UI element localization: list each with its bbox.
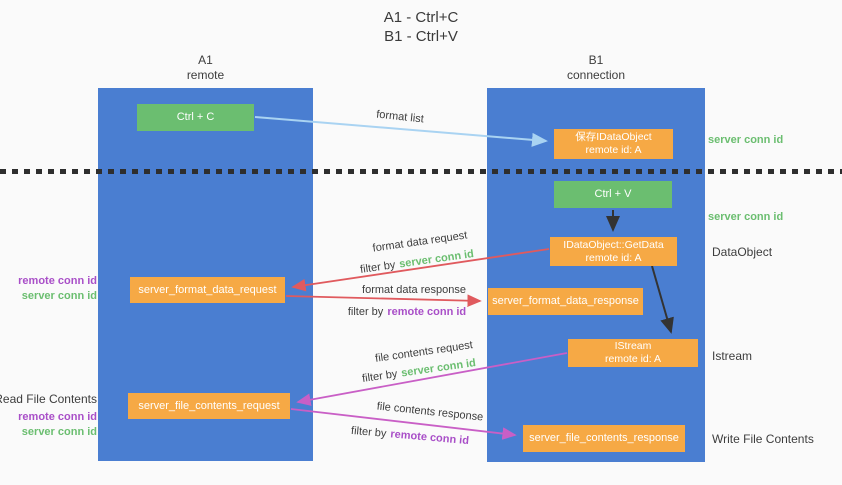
server-conn-id-left-label-2: server conn id (21, 426, 97, 438)
column-a1-subtitle: remote (186, 68, 225, 82)
title-line-2: B1 - Ctrl+V (384, 28, 458, 45)
format-list-label: format list (375, 108, 425, 126)
getdata-node: IDataObject::GetData remote id: A (550, 237, 677, 266)
title-line-1: A1 - Ctrl+C (383, 9, 459, 26)
write-file-contents-label: Write File Contents (712, 432, 814, 446)
diagram-title: A1 - Ctrl+C B1 - Ctrl+V (0, 8, 842, 46)
server-conn-id-left-label-1: server conn id (21, 290, 97, 302)
server-format-data-response-label: server_format_data_response (492, 295, 639, 307)
filter-by-text: filter by (350, 424, 387, 440)
server-conn-id-text: server conn id (400, 357, 477, 380)
getdata-line2: remote id: A (585, 251, 642, 264)
save-dataobject-line1: 保存IDataObject (575, 131, 652, 143)
column-header-b1: B1 connection (487, 53, 705, 83)
server-format-data-request-node: server_format_data_request (130, 277, 285, 303)
istream-line2: remote id: A (604, 353, 662, 365)
format-data-response-arrow (285, 294, 482, 307)
column-b1-subtitle: connection (566, 68, 626, 82)
server-conn-id-side-label-mid: server conn id (708, 211, 784, 223)
getdata-line1: IDataObject::GetData (563, 238, 664, 251)
column-a1-name: A1 (198, 53, 213, 67)
remote-conn-id-text: remote conn id (387, 306, 467, 318)
server-file-contents-response-node: server_file_contents_response (523, 425, 685, 452)
server-conn-id-side-label-top: server conn id (708, 134, 784, 146)
ctrl-v-label: Ctrl + V (594, 188, 632, 200)
column-b1-name: B1 (588, 53, 604, 67)
filter-by-text: filter by (347, 306, 384, 318)
server-file-contents-request-node: server_file_contents_request (128, 393, 290, 419)
ctrl-v-node: Ctrl + V (554, 181, 672, 208)
filter-by-text: filter by (361, 368, 399, 385)
server-format-data-response-node: server_format_data_response (488, 288, 643, 315)
istream-line1: IStream (614, 340, 652, 352)
server-file-contents-request-label: server_file_contents_request (138, 399, 280, 412)
istream-side-label: Istream (712, 349, 753, 363)
server-format-data-request-label: server_format_data_request (138, 283, 277, 296)
remote-conn-id-text: remote conn id (389, 428, 470, 448)
server-file-contents-response-label: server_file_contents_response (529, 432, 679, 444)
read-file-contents-label: Read File Contents (0, 392, 97, 406)
ctrl-c-node: Ctrl + C (137, 104, 254, 131)
ctrl-c-label: Ctrl + C (176, 111, 215, 123)
filter-by-text: filter by (359, 259, 397, 276)
file-contents-response-label: file contents response (376, 400, 484, 424)
dataobject-side-label: DataObject (712, 245, 773, 259)
column-header-a1: A1 remote (98, 53, 313, 83)
divider-dotted-line (0, 169, 842, 174)
format-data-response-label: format data response (362, 284, 466, 296)
server-conn-id-text: server conn id (398, 248, 475, 271)
remote-conn-id-left-label-2: remote conn id (18, 411, 97, 423)
istream-node: IStream remote id: A (568, 339, 698, 367)
save-dataobject-line2: remote id: A (585, 144, 642, 156)
remote-conn-id-left-label-1: remote conn id (18, 275, 97, 287)
save-dataobject-node: 保存IDataObject remote id: A (554, 129, 673, 159)
